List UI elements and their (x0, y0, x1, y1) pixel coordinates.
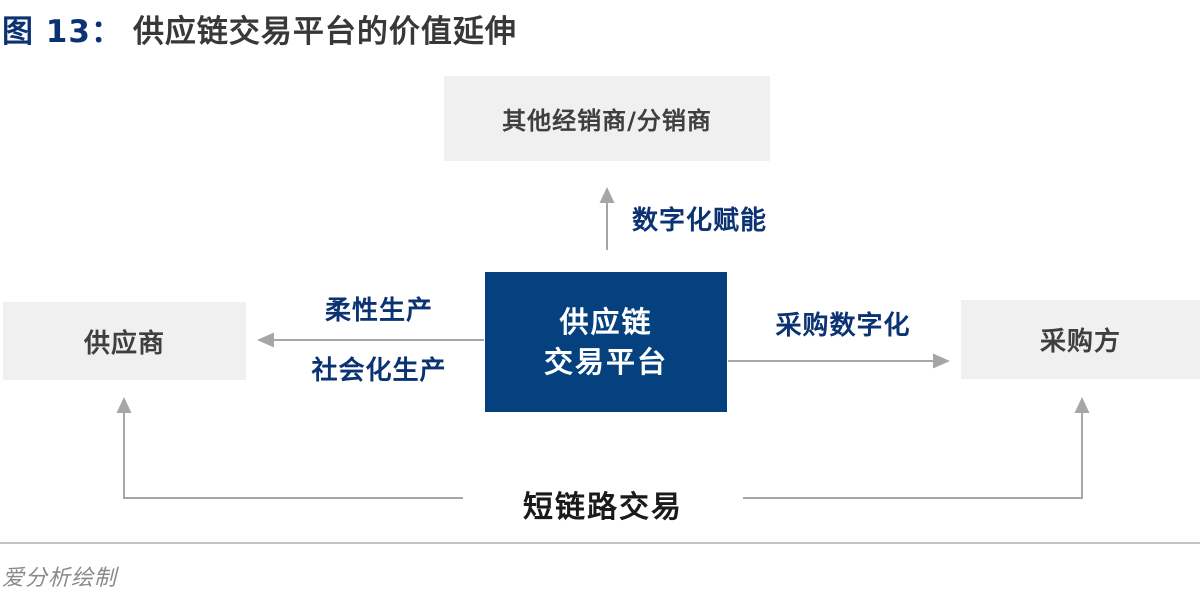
node-supplier-label: 供应商 (83, 328, 165, 359)
short-chain-connector-right (743, 397, 1090, 499)
footer-credit: 爱分析绘制 (2, 566, 118, 591)
arrow-left-to-supplier (257, 332, 484, 348)
node-platform-label-line2: 交易平台 (543, 345, 668, 379)
node-supplier: 供应商 (3, 302, 246, 380)
edge-label-flexible-production: 柔性生产 (324, 296, 433, 326)
node-platform-label-line1: 供应链 (559, 305, 653, 339)
node-other-distributors: 其他经销商/分销商 (444, 76, 770, 161)
edge-label-procurement-digitalization: 采购数字化 (775, 311, 911, 341)
edge-label-short-chain-trade: 短链路交易 (523, 490, 683, 525)
edge-label-socialized-production: 社会化生产 (311, 356, 447, 386)
footer-divider (0, 542, 1200, 544)
node-purchaser-label: 采购方 (1039, 327, 1121, 357)
node-purchaser: 采购方 (961, 300, 1200, 379)
node-other-distributors-label: 其他经销商/分销商 (502, 107, 712, 135)
short-chain-connector-left (116, 397, 463, 499)
figure-number: 图 13： (2, 14, 123, 50)
node-supply-chain-platform: 供应链 交易平台 (485, 272, 727, 412)
arrow-up-to-distributors (599, 187, 615, 250)
arrow-right-to-purchaser (728, 353, 950, 369)
edge-label-digital-empowerment: 数字化赋能 (632, 206, 768, 236)
figure-title-text: 供应链交易平台的价值延伸 (132, 14, 517, 50)
figure-title: 图 13：供应链交易平台的价值延伸 (2, 6, 517, 51)
